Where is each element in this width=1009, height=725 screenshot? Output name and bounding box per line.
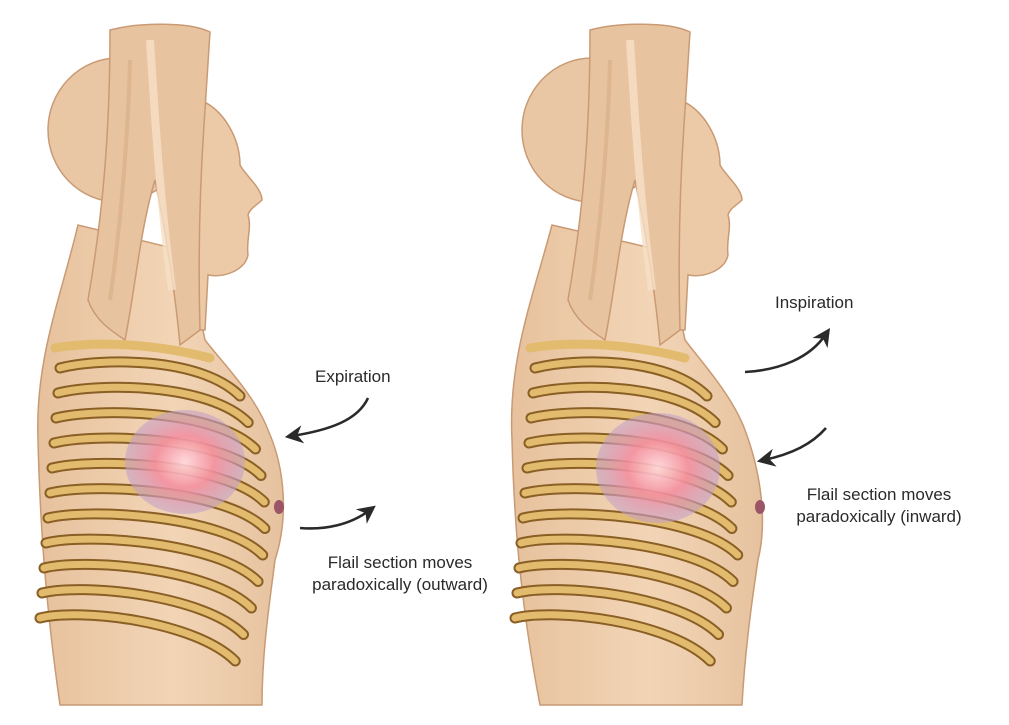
rib bbox=[531, 358, 711, 400]
figure-expiration bbox=[34, 23, 285, 706]
inspiration-label: Inspiration bbox=[775, 293, 854, 312]
rib bbox=[529, 383, 719, 426]
inward-flail-label-line2: paradoxically (inward) bbox=[796, 507, 962, 526]
rib bbox=[38, 586, 248, 638]
flail-injury bbox=[125, 410, 245, 514]
rib bbox=[519, 510, 742, 559]
flail-injury bbox=[596, 413, 720, 523]
outward-flail-label-line2: paradoxically (outward) bbox=[312, 575, 488, 594]
inward-flail-label-line1: Flail section moves bbox=[806, 485, 952, 504]
outward-flail-label-line1: Flail section moves bbox=[327, 553, 473, 572]
figure-inspiration bbox=[509, 23, 765, 706]
rib bbox=[44, 510, 267, 559]
rib bbox=[515, 560, 730, 612]
rib bbox=[511, 611, 714, 665]
inspiration-arrow bbox=[744, 327, 831, 374]
rib bbox=[54, 383, 252, 426]
ribcage bbox=[34, 339, 271, 667]
clavicle bbox=[525, 339, 690, 363]
outward-arrow bbox=[299, 505, 376, 530]
rib bbox=[40, 560, 255, 612]
raised-arm bbox=[567, 23, 691, 347]
nipple bbox=[274, 500, 284, 514]
expiration-arrow bbox=[284, 397, 370, 444]
inward-flail-label: Flail section moves paradoxically (inwar… bbox=[764, 484, 994, 528]
expiration-label: Expiration bbox=[315, 367, 391, 386]
rib bbox=[42, 535, 262, 585]
nipple bbox=[755, 500, 765, 514]
rib bbox=[513, 586, 723, 638]
inward-arrow bbox=[756, 427, 827, 467]
rib bbox=[56, 358, 244, 400]
clavicle bbox=[50, 339, 215, 363]
rib bbox=[517, 535, 737, 585]
rib bbox=[36, 611, 239, 665]
raised-arm bbox=[87, 23, 211, 347]
outward-flail-label: Flail section moves paradoxically (outwa… bbox=[285, 552, 515, 596]
rib bbox=[52, 409, 259, 453]
